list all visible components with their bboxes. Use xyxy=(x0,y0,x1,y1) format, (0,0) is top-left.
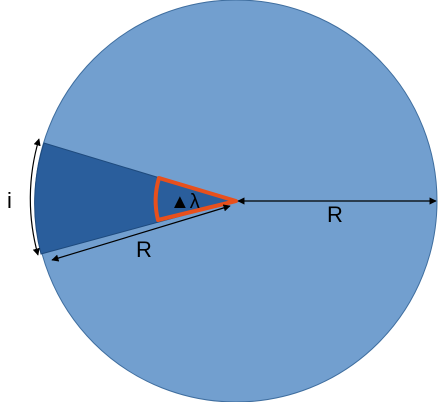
radius-label-right: R xyxy=(327,202,343,227)
arc-dimension xyxy=(29,138,41,256)
angle-label: ▲λ xyxy=(170,191,200,213)
arc-label: i xyxy=(7,188,12,213)
radius-dimension-lower xyxy=(51,204,231,262)
radius-label-lower: R xyxy=(136,237,152,262)
